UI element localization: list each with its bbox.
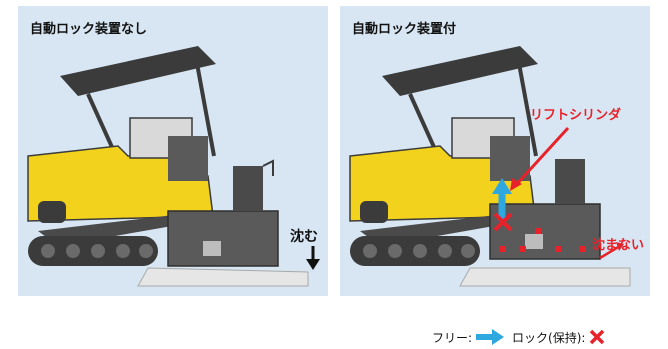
lock-x-legend-icon: [590, 329, 605, 345]
no-sink-label: 沈まない: [592, 238, 645, 253]
lock-x-icon: [493, 212, 513, 232]
legend-free-label: フリー:: [432, 330, 473, 345]
paver-illustration-left: [27, 46, 309, 287]
panel-title-without-lock: 自動ロック装置なし: [30, 22, 148, 37]
sink-label: 沈む: [290, 229, 318, 245]
legend-lock-label: ロック(保持):: [512, 330, 586, 345]
panel-without-auto-lock: 自動ロック装置なし 沈む: [18, 6, 328, 296]
panel-with-auto-lock: 自動ロック装置付 リフトシリンダ 沈まない: [340, 6, 650, 296]
legend: フリー: ロック(保持):: [432, 327, 611, 347]
panel-title-with-lock: 自動ロック装置付: [352, 22, 457, 37]
lift-cylinder-label: リフトシリンダ: [530, 108, 622, 123]
down-arrow-icon: [306, 246, 320, 270]
paver-illustration-right: [349, 46, 631, 287]
free-arrow-icon: [476, 329, 505, 345]
